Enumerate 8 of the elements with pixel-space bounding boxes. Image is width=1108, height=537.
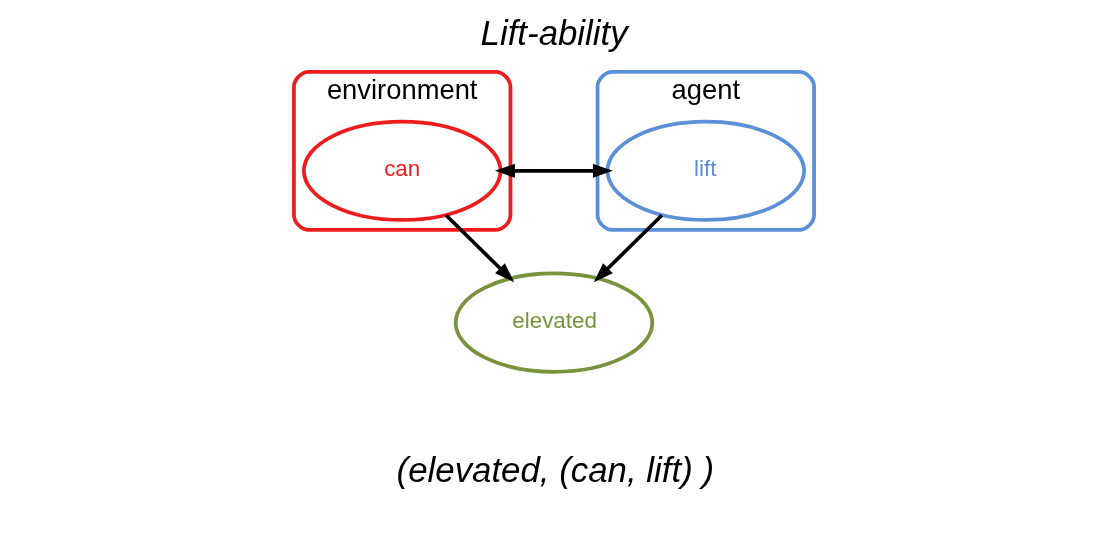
diagram-title: Lift-ability xyxy=(480,13,628,53)
node-ellipse: lift xyxy=(605,119,806,222)
arrow xyxy=(495,163,613,178)
node-ellipse: elevated xyxy=(453,271,655,374)
arrow xyxy=(593,213,664,283)
arrow xyxy=(444,213,515,283)
node-ellipse: can xyxy=(302,119,503,222)
caption: (elevated, (can, lift) ) xyxy=(396,449,715,489)
